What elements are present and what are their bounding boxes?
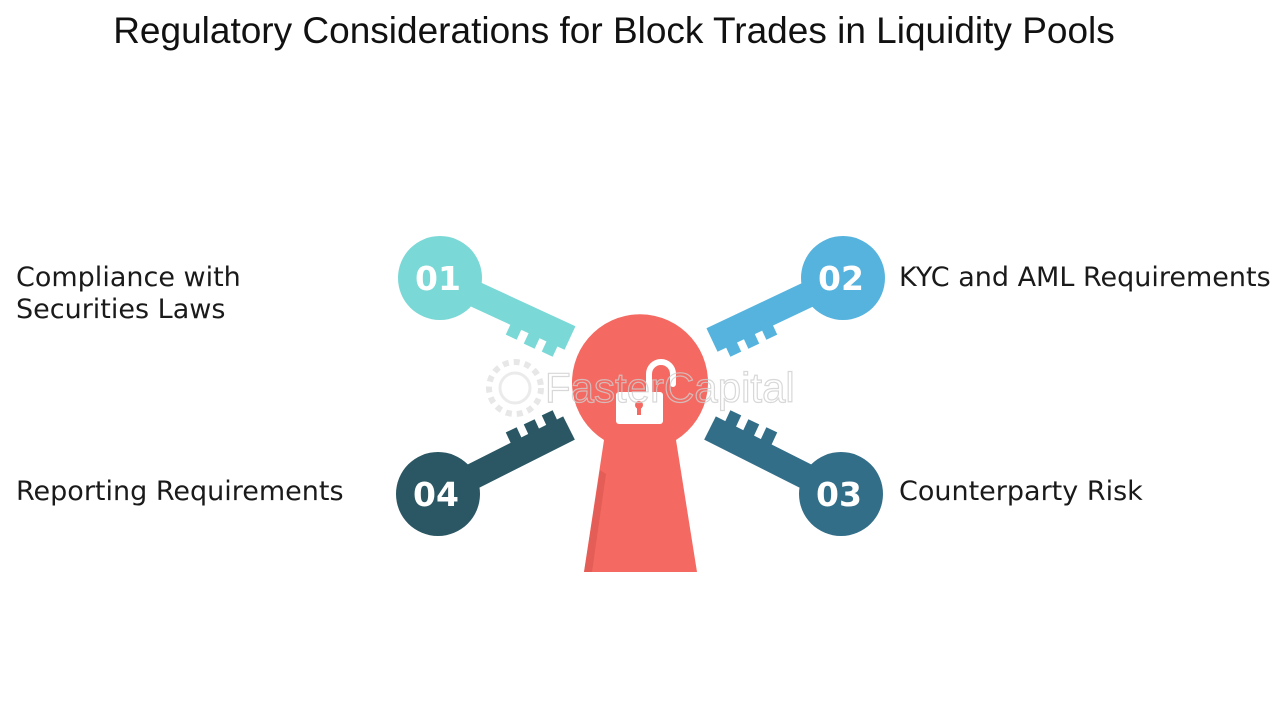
- key-04: 04: [396, 410, 575, 536]
- key-01: 01: [398, 236, 576, 357]
- step-number-01: 01: [415, 259, 461, 298]
- step-number-02: 02: [818, 259, 864, 298]
- label-counterparty-risk: Counterparty Risk: [899, 476, 1143, 507]
- keyhole-shape: [571, 314, 708, 572]
- page-title: Regulatory Considerations for Block Trad…: [113, 10, 1115, 51]
- watermark-gear-icon: [486, 359, 544, 417]
- label-compliance: Compliance with Securities Laws: [16, 262, 241, 325]
- step-number-03: 03: [816, 475, 862, 514]
- unlocked-padlock-icon: [616, 359, 676, 424]
- watermark-text: FasterCapital: [545, 364, 795, 411]
- key-03: 03: [704, 410, 883, 536]
- label-kyc-aml: KYC and AML Requirements: [899, 262, 1271, 293]
- label-reporting: Reporting Requirements: [16, 476, 344, 507]
- step-number-04: 04: [413, 475, 459, 514]
- key-02: 02: [706, 236, 885, 357]
